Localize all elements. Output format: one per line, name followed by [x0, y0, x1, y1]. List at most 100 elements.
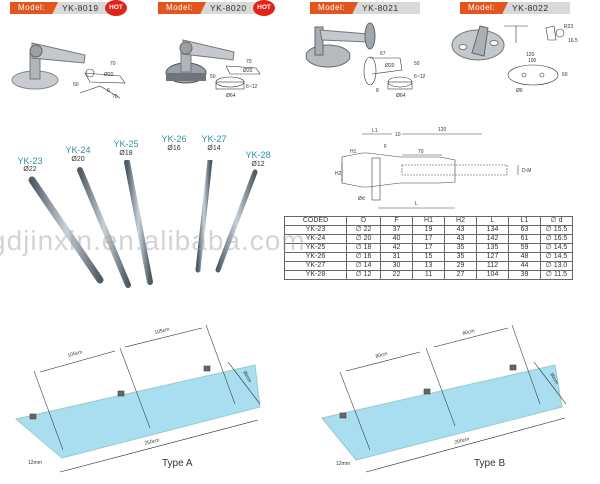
rod-code: YK-28 — [245, 150, 271, 160]
drawing-label: 10 — [395, 132, 401, 138]
table-cell: 35 — [444, 252, 477, 262]
drawing-label: Ød — [358, 196, 365, 202]
rod-diameter: Ø20 — [71, 156, 85, 163]
model-code: YK-8021 — [362, 3, 399, 13]
dim-label: 100 — [528, 58, 537, 64]
hot-badge: HOT — [253, 0, 275, 16]
table-cell: ∅ 14 — [346, 261, 381, 271]
table-cell: 27 — [444, 270, 477, 280]
table-cell: 59 — [508, 243, 541, 253]
rod-code: YK-25 — [113, 139, 139, 149]
dim-label: 70 — [110, 61, 116, 67]
dim-label: 50 — [73, 82, 79, 88]
dim-label: 8 — [376, 88, 379, 94]
dimension-span2: 80cm — [462, 328, 475, 337]
column-header: CODED — [284, 216, 347, 226]
table-cell: 40 — [380, 234, 413, 244]
dim-label: Ø20 — [243, 68, 253, 74]
model-code: YK-8022 — [512, 3, 549, 13]
dim-label: 6 — [107, 88, 110, 94]
dim-label: 70 — [112, 94, 118, 100]
table-cell: ∅ 20 — [346, 234, 381, 244]
dimension-depth: 90cm — [548, 372, 559, 386]
dim-label: Ø64 — [226, 93, 236, 99]
dim-label: Ø64 — [396, 93, 406, 99]
rod-diameter: Ø14 — [207, 145, 221, 152]
rod-yk-25 — [124, 160, 153, 285]
product-image-yk-8022: R23 16.5 120 100 60 Ø6 — [451, 24, 578, 94]
table-cell: 135 — [476, 243, 509, 253]
table-cell: ∅ 13.0 — [540, 261, 573, 271]
table-cell: YK-28 — [284, 270, 347, 280]
table-cell: 19 — [412, 225, 445, 235]
table-cell: 15 — [412, 252, 445, 262]
table-cell: 13 — [412, 261, 445, 271]
table-cell: ∅ 11.5 — [540, 270, 573, 280]
drawing-label: L — [415, 201, 418, 207]
rod-diameter: Ø22 — [23, 166, 37, 173]
model-card-yk-8022: Model: YK-8022 R23 16.5 120 100 60 Ø6 — [450, 0, 600, 104]
rod-code: YK-27 — [201, 134, 227, 144]
rod-diameter: Ø18 — [119, 150, 133, 157]
drawing-label: D-M — [522, 168, 531, 174]
rod-code: YK-24 — [65, 145, 91, 155]
dim-label: 120 — [526, 52, 535, 58]
model-code: YK-8019 — [62, 3, 99, 13]
dim-label: 60 — [562, 72, 568, 78]
dim-label: 16.5 — [568, 38, 578, 44]
column-header: D — [346, 216, 381, 226]
drawing-label: H2 — [335, 171, 342, 177]
dim-label: 6~12 — [414, 74, 425, 80]
table-header-row: CODED D F H1 H2 L L1 ∅ d — [284, 216, 573, 226]
table-cell: ∅ 18 — [346, 243, 381, 253]
rod-code: YK-23 — [17, 156, 43, 166]
table-cell: 17 — [412, 243, 445, 253]
type-label-b: Type B — [474, 458, 506, 469]
model-card-yk-8021: Model: YK-8021 67 Ø20 50 6~12 Ø64 8 — [300, 0, 450, 104]
rod-yk-27 — [195, 160, 213, 273]
table-cell: 42 — [380, 243, 413, 253]
rod-diameter: Ø16 — [167, 145, 181, 152]
table-cell: ∅ 14.5 — [540, 243, 573, 253]
table-cell: ∅ 16 — [346, 252, 381, 262]
dimension-thickness: 12mm — [28, 460, 42, 466]
column-header: L1 — [508, 216, 541, 226]
drawing-label: 120 — [438, 127, 447, 133]
rod-technical-drawing: L1 10 120 F 70 H1 H2 Ød L D-M — [335, 127, 531, 209]
dimension-length: 200cm — [454, 436, 470, 446]
table-cell: YK-27 — [284, 261, 347, 271]
dim-label: 50 — [414, 61, 420, 67]
hot-badge: HOT — [105, 0, 127, 16]
table-cell: 29 — [444, 261, 477, 271]
dim-label: 70 — [246, 59, 252, 65]
drawing-label: L1 — [372, 128, 378, 134]
product-image-yk-8019: 70 Ø20 50 6 70 — [11, 42, 126, 100]
table-cell: 142 — [476, 234, 509, 244]
dim-label: 50 — [210, 74, 216, 80]
table-cell: 43 — [444, 225, 477, 235]
table-cell: ∅ 12 — [346, 270, 381, 280]
type-label-a: Type A — [162, 458, 193, 469]
table-cell: 63 — [508, 225, 541, 235]
table-cell: YK-25 — [284, 243, 347, 253]
model-tag: Model: — [460, 2, 508, 14]
dim-label: 6~12 — [246, 84, 257, 90]
dimension-thickness: 12mm — [336, 461, 350, 467]
table-cell: 44 — [508, 261, 541, 271]
rod-yk-28 — [215, 169, 258, 273]
table-cell: 37 — [380, 225, 413, 235]
rod-diameter: Ø12 — [251, 161, 265, 168]
table-cell: 30 — [380, 261, 413, 271]
column-header: ∅ d — [540, 216, 573, 226]
column-header: H1 — [412, 216, 445, 226]
table-cell: 104 — [476, 270, 509, 280]
model-tag: Model: — [158, 2, 206, 14]
dim-label: Ø6 — [516, 88, 523, 94]
table-cell: ∅ 16.5 — [540, 234, 573, 244]
table-cell: ∅ 22 — [346, 225, 381, 235]
table-cell: YK-26 — [284, 252, 347, 262]
